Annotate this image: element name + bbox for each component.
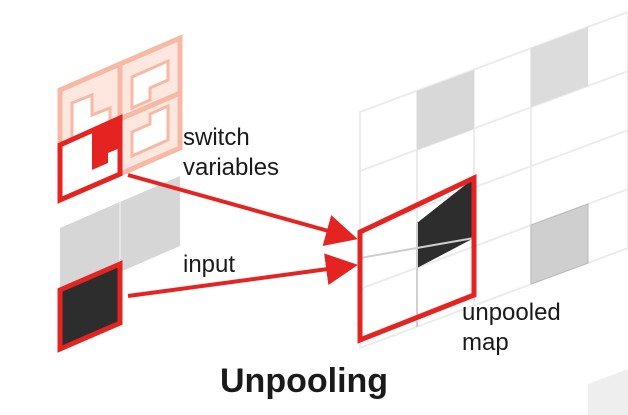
input-dark-cell — [57, 260, 123, 353]
input-block — [57, 176, 180, 353]
switch-arrow — [127, 173, 358, 246]
unpooled-map-grid — [357, 10, 628, 415]
unpooled-label-line2: map — [462, 329, 509, 356]
switch-shape — [130, 103, 170, 159]
unpooled-block-outline — [357, 174, 477, 344]
switch-shape — [130, 58, 170, 111]
switch-label-line2: variables — [183, 154, 279, 181]
unpooled-block-divider — [359, 237, 475, 259]
diagram-title: Unpooling — [220, 362, 388, 400]
gray-cell — [531, 27, 588, 107]
gray-cell — [530, 203, 589, 285]
input-label: input — [183, 251, 235, 278]
gray-cell — [588, 369, 628, 415]
unpooled-label-line1: unpooled — [462, 299, 561, 326]
gray-cell — [417, 70, 474, 150]
switch-red-fill — [92, 118, 120, 170]
switch-label-line1: switch — [183, 124, 250, 151]
switch-variables-block — [57, 34, 183, 204]
input-arrow — [127, 253, 358, 298]
